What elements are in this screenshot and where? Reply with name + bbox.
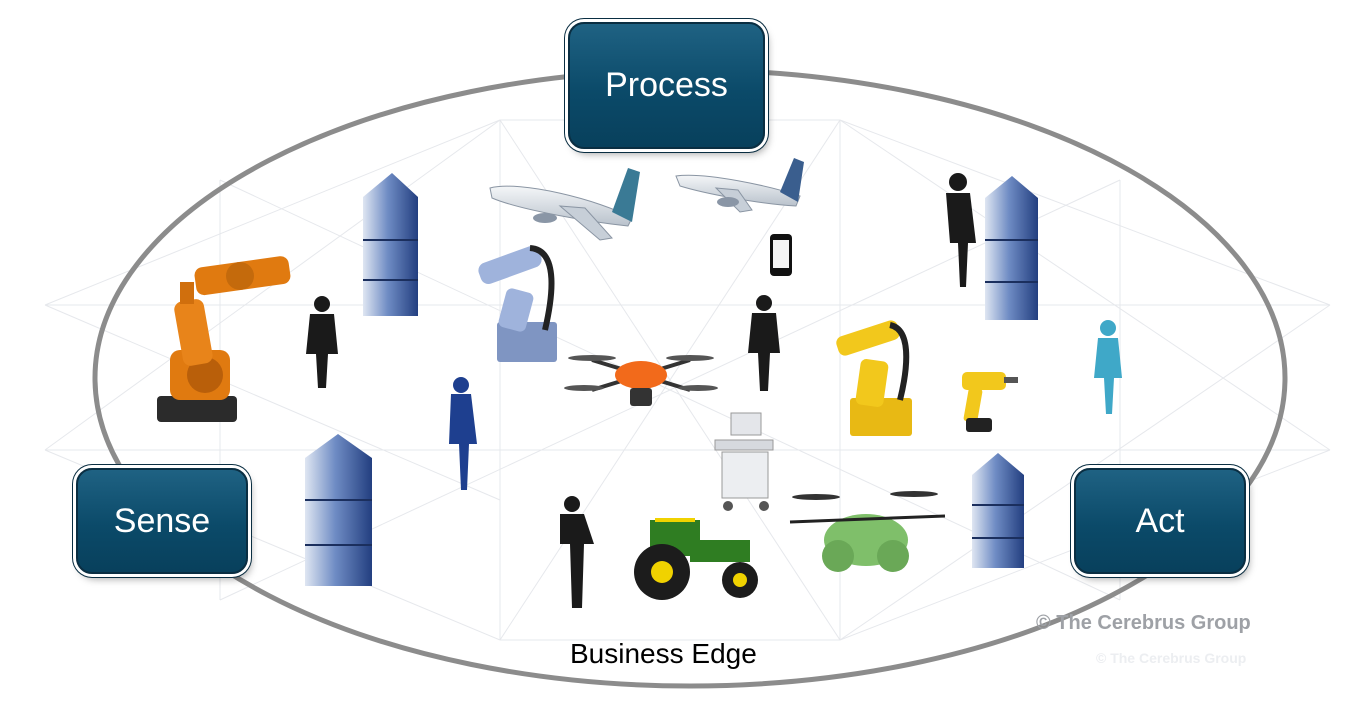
industrial-robot-icon [157,256,291,422]
airplane-icon [675,158,804,213]
background-network-mesh [44,119,1331,641]
smartphone-icon [770,234,792,276]
person-silhouette-icon [1094,320,1122,414]
tractor-icon [634,518,758,600]
quadcopter-drone-icon [564,355,718,406]
server-tower-icon [985,176,1038,320]
act-node-label: Act [1135,501,1185,540]
sense-node-label: Sense [113,501,211,540]
process-node: Process [568,22,765,149]
power-drill-icon [962,372,1018,432]
quadcopter-drone-icon [789,491,946,572]
server-tower-icon [305,434,372,586]
person-silhouette-icon [946,173,976,287]
person-silhouette-icon [449,377,477,490]
server-tower-icon [972,453,1024,568]
person-silhouette-icon [748,295,780,391]
server-tower-icon [363,173,418,316]
industrial-robot-icon [478,245,557,362]
sense-node: Sense [76,468,248,574]
business-edge-label: Business Edge [570,638,757,669]
airplane-icon [489,168,640,241]
copyright-watermark: © The Cerebrus Group [1096,650,1247,666]
ultrasound-machine-icon [714,412,774,511]
copyright-notice: © The Cerebrus Group [1036,612,1251,634]
act-node: Act [1074,468,1246,574]
person-silhouette-icon [306,296,338,388]
person-silhouette-icon [560,496,594,608]
process-node-label: Process [605,66,728,104]
industrial-robot-icon [836,320,912,436]
